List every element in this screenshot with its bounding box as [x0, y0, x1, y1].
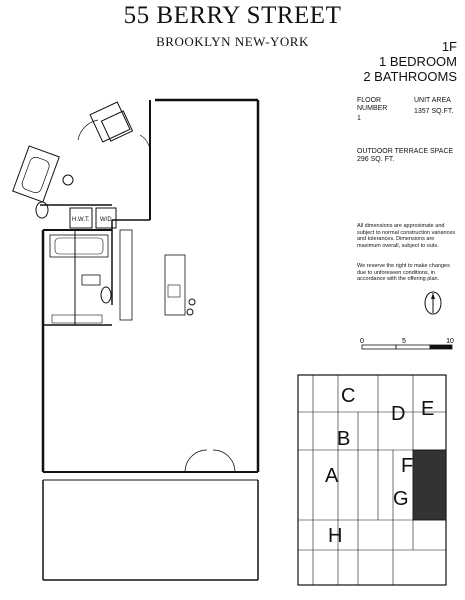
dimensions-note: All dimensions are approximate and subje… — [357, 223, 456, 249]
scale-zero: 0 — [360, 338, 364, 345]
kitchen — [119, 229, 196, 321]
unit-info: 1F 1 BEDROOM 2 BATHROOMS — [363, 39, 457, 84]
keyplan-label-c: C — [341, 385, 355, 407]
bathroom-lower — [49, 234, 112, 324]
keyplan-label-h: H — [328, 525, 342, 547]
unit-bedrooms: 1 BEDROOM — [378, 54, 457, 69]
unit-bathrooms: 2 BATHROOMS — [363, 69, 457, 84]
keyplan-label-a: A — [325, 465, 339, 487]
keyplan-label-f: F — [401, 455, 413, 477]
keyplan-label-g: G — [393, 488, 409, 510]
floor-value: 1 — [357, 115, 361, 122]
terrace-outline — [42, 449, 259, 581]
floor-plan: H.W.T. W/D — [12, 98, 260, 581]
scale-five: 5 — [402, 338, 406, 345]
keyplan-label-b: B — [337, 428, 350, 450]
wd-label: W/D — [100, 217, 112, 223]
scale-ten: 10 — [446, 338, 454, 345]
unit-highlight — [412, 449, 447, 521]
hwt-label: H.W.T. — [72, 217, 90, 223]
terrace-value: 296 SQ. FT. — [357, 156, 395, 163]
living-space-walls — [41, 98, 260, 473]
keyplan-label-e: E — [421, 398, 434, 420]
area-value: 1357 SQ.FT. — [414, 108, 454, 115]
utility-closets: H.W.T. W/D — [69, 207, 117, 229]
page-title: 55 BERRY STREET — [123, 2, 342, 29]
floor-label-line2: NUMBER — [357, 105, 388, 112]
keyplan-label-d: D — [391, 403, 405, 425]
area-label: UNIT AREA — [414, 97, 451, 104]
rights-note: We reserve the right to make changes due… — [357, 263, 450, 283]
page-subtitle: BROOKLYN NEW-YORK — [156, 34, 309, 49]
scale-bar: 0 5 10 — [360, 338, 454, 350]
north-arrow-icon — [424, 291, 442, 315]
bathroom-upper — [12, 145, 112, 219]
unit-name: 1F — [441, 39, 457, 54]
entry-vestibule — [77, 101, 151, 156]
key-plan: C D E B A F G H — [297, 374, 447, 586]
terrace-label: OUTDOOR TERRACE SPACE — [357, 148, 454, 155]
floor-label-line1: FLOOR — [357, 97, 382, 104]
